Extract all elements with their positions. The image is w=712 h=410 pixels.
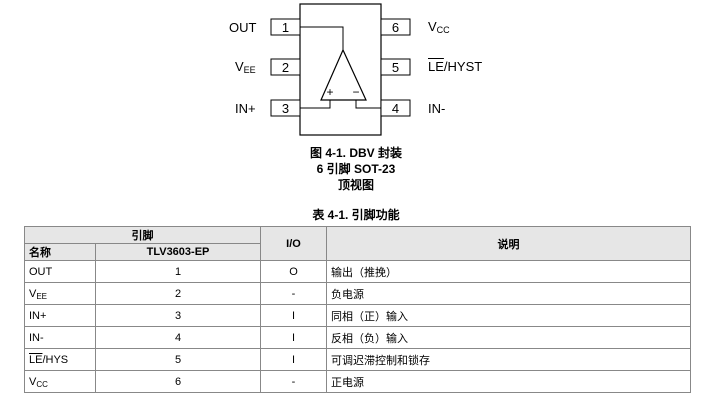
figure-caption-line2: 6 引脚 SOT-23	[316, 162, 396, 176]
pin-io: -	[260, 370, 327, 393]
pin-box-6	[380, 18, 411, 36]
pin-label-vee: VEE	[235, 59, 256, 75]
pin-number-1: 1	[282, 20, 289, 35]
pin-functions-table: 引脚 I/O 说明 名称 TLV3603-EP OUT 1 O 输出（推挽） V…	[24, 226, 691, 393]
pin-name: IN-	[24, 326, 96, 349]
pin-description: 负电源	[326, 282, 691, 305]
table-row: VCC 6 - 正电源	[24, 370, 691, 393]
pin-name: IN+	[24, 304, 96, 327]
pin-io: O	[260, 260, 327, 283]
pin-label-out: OUT	[229, 20, 257, 35]
header-io: I/O	[260, 226, 327, 261]
pin-box-2	[270, 58, 301, 76]
plus-sign: +	[326, 85, 333, 99]
pinout-diagram: 1 2 3 6 5 4 + −	[270, 3, 411, 136]
pin-description: 正电源	[326, 370, 691, 393]
pin-name: OUT	[24, 260, 96, 283]
table-row: IN- 4 I 反相（负）输入	[24, 326, 691, 349]
pin-description: 输出（推挽）	[326, 260, 691, 283]
table-row: IN+ 3 I 同相（正）输入	[24, 304, 691, 327]
pin-number-3: 3	[282, 101, 289, 116]
package-outline	[299, 3, 382, 136]
pin-io: -	[260, 282, 327, 305]
pin-number-4: 4	[392, 101, 399, 116]
pin-name: VCC	[24, 370, 96, 393]
pin-label-le-hyst: LE/HYST	[428, 59, 483, 74]
table-row: OUT 1 O 输出（推挽）	[24, 260, 691, 283]
wire-out	[300, 26, 344, 50]
header-description: 说明	[326, 226, 691, 261]
pin-number: 3	[95, 304, 261, 327]
pin-name: VEE	[24, 282, 96, 305]
header-name: 名称	[24, 243, 96, 261]
figure-caption-line3: 顶视图	[337, 178, 374, 192]
figure-caption-line1: 图 4-1. DBV 封装	[309, 146, 403, 160]
pin-number: 4	[95, 326, 261, 349]
minus-sign: −	[352, 85, 359, 99]
pin-number: 2	[95, 282, 261, 305]
table-row: VEE 2 - 负电源	[24, 282, 691, 305]
pin-label-in-minus: IN-	[428, 101, 446, 116]
header-part-number: TLV3603-EP	[95, 243, 261, 261]
header-pin-group: 引脚	[24, 226, 261, 244]
pin-number-2: 2	[282, 60, 289, 75]
pin-description: 可调迟滞控制和锁存	[326, 348, 691, 371]
table-title: 表 4-1. 引脚功能	[312, 208, 400, 222]
pin-description: 同相（正）输入	[326, 304, 691, 327]
pin-number: 1	[95, 260, 261, 283]
pin-number-5: 5	[392, 60, 399, 75]
table-row: LE/HYS 5 I 可调迟滞控制和锁存	[24, 348, 691, 371]
pin-number: 5	[95, 348, 261, 371]
pin-name: LE/HYS	[24, 348, 96, 371]
pin-io: I	[260, 348, 327, 371]
pin-label-in-plus: IN+	[235, 101, 256, 116]
wire-in-minus	[355, 100, 381, 109]
pin-label-vcc: VCC	[428, 19, 450, 35]
pin-number-6: 6	[392, 20, 399, 35]
wire-in-plus	[300, 100, 331, 109]
pin-io: I	[260, 304, 327, 327]
pin-number: 6	[95, 370, 261, 393]
pin-description: 反相（负）输入	[326, 326, 691, 349]
comparator-symbol	[320, 48, 367, 101]
pin-io: I	[260, 326, 327, 349]
pin-box-5	[380, 58, 411, 76]
